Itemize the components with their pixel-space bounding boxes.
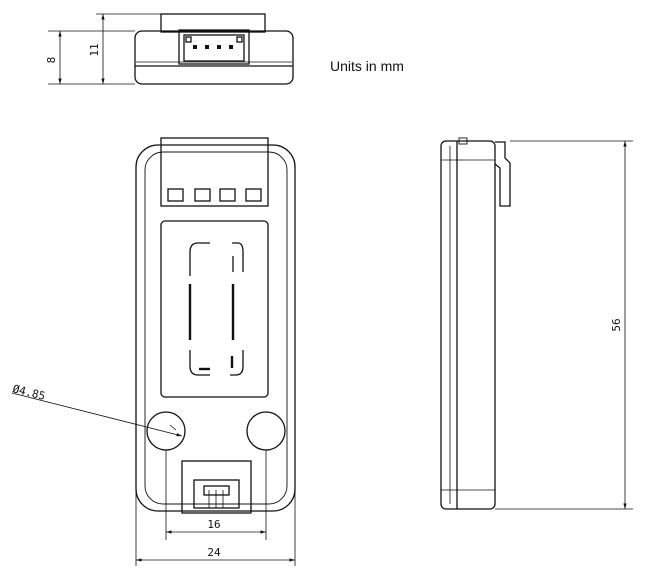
dim-16: 16	[207, 518, 220, 531]
dim-24: 24	[207, 546, 221, 559]
dim-8: 8	[45, 57, 58, 64]
mount-hole-right	[246, 411, 286, 451]
top-view-dimensions	[48, 13, 161, 85]
side-view	[440, 137, 511, 510]
top-view	[134, 13, 294, 85]
side-view-dimensions	[495, 140, 633, 510]
front-view	[135, 137, 296, 514]
bottom-connector	[181, 460, 252, 514]
front-view-dimensions	[135, 450, 296, 566]
dim-56: 56	[610, 318, 623, 331]
hole-leader	[11, 392, 183, 437]
top-connector	[178, 29, 250, 65]
units-note: Units in mm	[330, 58, 404, 74]
dim-hole-diameter: Ø4.85	[11, 382, 46, 403]
mount-hole-left	[146, 411, 186, 451]
dim-11: 11	[88, 43, 101, 56]
